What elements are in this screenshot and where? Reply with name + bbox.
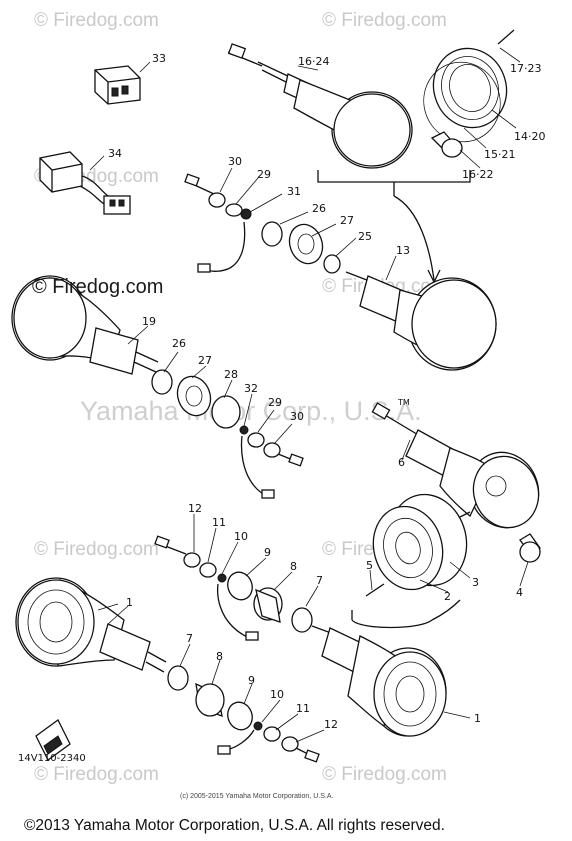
part-label-5: 5	[366, 559, 373, 572]
part-label-16-22: 16·22	[462, 168, 494, 181]
part-label-12: 12	[188, 502, 202, 515]
part-label-15-21: 15·21	[484, 148, 516, 161]
mount-parts-top-drawing	[184, 167, 357, 274]
flasher-19-drawing	[11, 275, 304, 499]
part-label-2: 2	[444, 590, 451, 603]
part-label-9: 9	[264, 546, 271, 559]
part-label-31: 31	[287, 185, 301, 198]
part-label-1: 1	[126, 596, 133, 609]
watermark-firedog: © Firedog.com	[322, 10, 447, 31]
part-label-6: 6	[398, 456, 405, 469]
trademark-label: TM	[398, 398, 410, 407]
part-label-27: 27	[198, 354, 212, 367]
part-label-16-24: 16·24	[298, 55, 330, 68]
part-label-28: 28	[224, 368, 238, 381]
part-label-32: 32	[244, 382, 258, 395]
copyright-small: (c) 2005-2015 Yamaha Motor Corporation, …	[180, 793, 334, 800]
part-label-33: 33	[152, 52, 166, 65]
part-label-8: 8	[290, 560, 297, 573]
mount-parts-bottom-upper-drawing	[154, 514, 471, 737]
connector-34-drawing	[39, 151, 131, 215]
connector-33-drawing	[94, 61, 151, 105]
part-label-17-23: 17·23	[510, 62, 542, 75]
diagram-code: 14V110-2340	[18, 753, 86, 764]
part-label-19: 19	[142, 315, 156, 328]
part-label-11: 11	[212, 516, 226, 529]
watermark-firedog: © Firedog.com	[34, 539, 159, 560]
watermark-firedog-dark: © Firedog.com	[32, 276, 164, 298]
lens-rim-bulb-drawing	[365, 493, 541, 597]
part-label-30: 30	[228, 155, 242, 168]
part-label-7: 7	[316, 574, 323, 587]
part-label-26: 26	[312, 202, 326, 215]
flasher-6-drawing	[351, 402, 540, 629]
flasher-13-drawing	[345, 255, 497, 371]
part-label-30: 30	[290, 410, 304, 423]
flasher-1-left-drawing	[15, 577, 325, 763]
part-label-3: 3	[472, 576, 479, 589]
part-label-9: 9	[248, 674, 255, 687]
part-label-29: 29	[268, 396, 282, 409]
part-label-26: 26	[172, 337, 186, 350]
part-label-29: 29	[257, 168, 271, 181]
copyright-main: ©2013 Yamaha Motor Corporation, U.S.A. A…	[24, 817, 445, 834]
part-label-10: 10	[234, 530, 248, 543]
part-label-4: 4	[516, 586, 523, 599]
part-label-8: 8	[216, 650, 223, 663]
flasher-top-right-drawing	[227, 29, 521, 284]
watermark-firedog: © Firedog.com	[322, 764, 447, 785]
part-label-14-20: 14·20	[514, 130, 546, 143]
part-label-13: 13	[396, 244, 410, 257]
part-label-11: 11	[296, 702, 310, 715]
part-label-25: 25	[358, 230, 372, 243]
watermark-firedog: © Firedog.com	[34, 10, 159, 31]
part-label-1: 1	[474, 712, 481, 725]
part-label-12: 12	[324, 718, 338, 731]
part-label-34: 34	[108, 147, 122, 160]
part-label-10: 10	[270, 688, 284, 701]
part-label-7: 7	[186, 632, 193, 645]
part-label-27: 27	[340, 214, 354, 227]
watermark-yamaha: Yamaha Motor Corp., U.S.A.	[80, 396, 422, 426]
watermark-firedog: © Firedog.com	[34, 764, 159, 785]
